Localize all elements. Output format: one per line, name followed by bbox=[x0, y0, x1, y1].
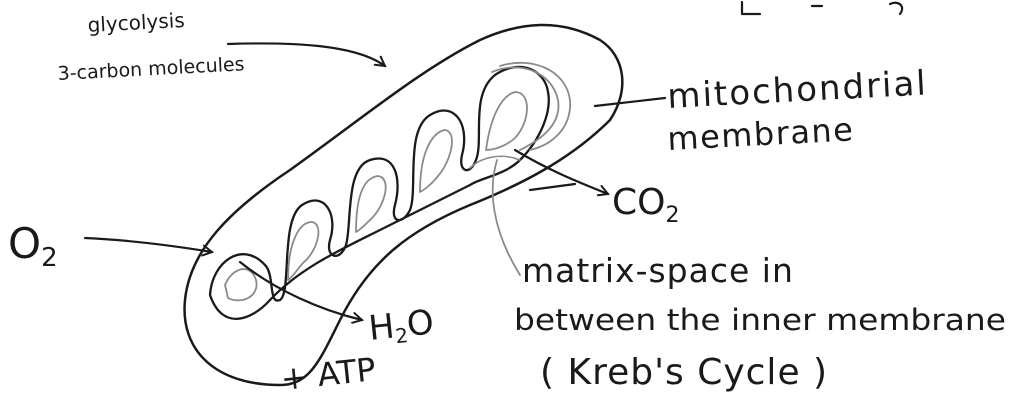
h2o-text: H bbox=[367, 306, 397, 348]
o2-arrow bbox=[83, 236, 212, 252]
h2o-arrow bbox=[238, 260, 362, 320]
inner-grey-loops bbox=[224, 61, 571, 302]
label-3-carbon: 3-carbon molecules bbox=[57, 53, 245, 85]
label-krebs: ( Kreb's Cycle ) bbox=[540, 352, 828, 393]
top-fragment bbox=[740, 0, 904, 16]
mito-membrane-pointer bbox=[593, 96, 667, 108]
o2-subscript: 2 bbox=[41, 243, 58, 273]
co2-text: CO bbox=[612, 182, 665, 223]
arrows bbox=[83, 42, 667, 320]
inner-membrane bbox=[208, 65, 550, 321]
label-glycolysis: glycolysis bbox=[87, 8, 185, 37]
labels: glycolysis 3-carbon molecules mitochondr… bbox=[8, 8, 1006, 398]
label-matrix-line1: matrix-space in bbox=[522, 251, 794, 290]
co2-arrow-stub bbox=[528, 182, 577, 192]
label-co2: CO2 bbox=[612, 182, 679, 228]
outer-membrane bbox=[183, 23, 624, 387]
h2o-end: O bbox=[405, 302, 436, 345]
glycolysis-arrow bbox=[226, 42, 385, 66]
co2-arrow bbox=[513, 148, 608, 194]
label-atp: + ATP bbox=[279, 350, 378, 398]
co2-subscript: 2 bbox=[665, 203, 679, 228]
label-matrix-line2: between the inner membrane bbox=[514, 303, 1006, 337]
label-mitochondrial: mitochondrial bbox=[666, 63, 928, 117]
label-o2: O2 bbox=[8, 219, 58, 273]
matrix-leader bbox=[491, 159, 521, 276]
label-membrane: membrane bbox=[666, 110, 855, 158]
o2-text: O bbox=[8, 219, 41, 268]
label-h2o: H2O bbox=[367, 302, 436, 351]
h2o-subscript: 2 bbox=[394, 323, 409, 348]
